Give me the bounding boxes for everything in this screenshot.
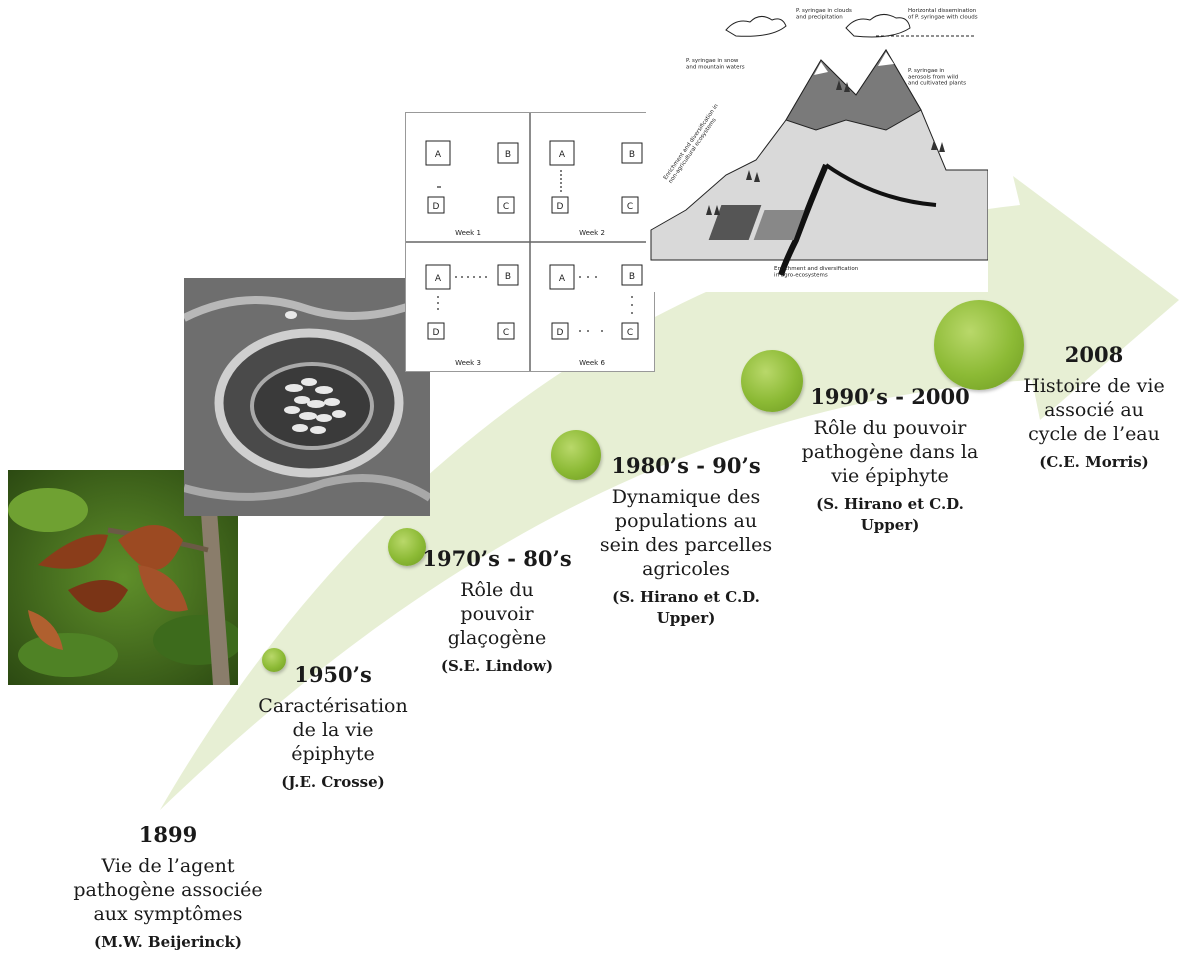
population-grid-figure: A B C D A B C D A B C D A B C D Week 1 W… <box>405 112 655 372</box>
box-label: A <box>435 150 442 160</box>
entry-author: (S. Hirano et C.D. Upper) <box>612 588 760 627</box>
entry-author: (S.E. Lindow) <box>440 657 554 675</box>
timeline-entry-2008: 2008 Histoire de vie associé au cycle de… <box>1012 342 1176 473</box>
timeline-arrow-shape <box>160 176 1179 810</box>
entry-year: 1970’s - 80’s <box>422 546 572 571</box>
box-label: B <box>629 150 635 160</box>
entry-author: (C.E. Morris) <box>1039 453 1149 471</box>
entry-description: Histoire de vie associé au cycle de l’ea… <box>1023 375 1165 445</box>
box-label: C <box>627 328 633 338</box>
entry-description: Vie de l’agent pathogène associée aux sy… <box>73 855 263 925</box>
entry-description: Caractérisation de la vie épiphyte <box>258 695 408 765</box>
timeline-entry-1950s: 1950’s Caractérisation de la vie épiphyt… <box>248 662 418 793</box>
box-label: B <box>629 272 635 282</box>
box-label: D <box>433 328 440 338</box>
week-label: Week 2 <box>579 229 605 237</box>
box-label: C <box>503 328 509 338</box>
timeline-dot-2008 <box>934 300 1024 390</box>
box-label: C <box>627 202 633 212</box>
timeline-entry-1990s: 1990’s - 2000 Rôle du pouvoir pathogène … <box>790 384 990 536</box>
water-cycle-label: Enrichment and diversification innon-agr… <box>663 103 726 185</box>
timeline-dot-1970s <box>388 528 426 566</box>
entry-year: 1899 <box>138 822 198 847</box>
box-label: D <box>433 202 440 212</box>
week-label: Week 1 <box>455 229 481 237</box>
entry-year: 2008 <box>1064 342 1124 367</box>
box-label: A <box>559 150 566 160</box>
entry-description: Rôle du pouvoir pathogène dans la vie ép… <box>801 417 979 487</box>
entry-year: 1990’s - 2000 <box>810 384 970 409</box>
box-label: C <box>503 202 509 212</box>
box-label: B <box>505 272 511 282</box>
timeline-dot-1950s <box>262 648 286 672</box>
box-label: D <box>557 202 564 212</box>
entry-author: (M.W. Beijerinck) <box>94 933 242 951</box>
timeline-entry-1970s: 1970’s - 80’s Rôle du pouvoir glaçogène … <box>412 546 582 677</box>
timeline-dot-1990s <box>741 350 803 412</box>
entry-description: Rôle du pouvoir glaçogène <box>447 579 547 649</box>
week-label: Week 6 <box>579 359 605 367</box>
micrograph-photo <box>184 278 430 516</box>
entry-author: (J.E. Crosse) <box>281 773 385 791</box>
box-label: A <box>435 274 442 284</box>
entry-author: (S. Hirano et C.D. Upper) <box>816 495 964 534</box>
timeline-entry-1899: 1899 Vie de l’agent pathogène associée a… <box>38 822 298 953</box>
box-label: B <box>505 150 511 160</box>
timeline-dot-1980s <box>551 430 601 480</box>
entry-year: 1980’s - 90’s <box>611 453 761 478</box>
box-label: A <box>559 274 566 284</box>
entry-description: Dynamique des populations au sein des pa… <box>599 486 773 580</box>
week-label: Week 3 <box>455 359 481 367</box>
box-label: D <box>557 328 564 338</box>
entry-year: 1950’s <box>294 662 372 687</box>
timeline-entry-1980s: 1980’s - 90’s Dynamique des populations … <box>586 453 786 629</box>
